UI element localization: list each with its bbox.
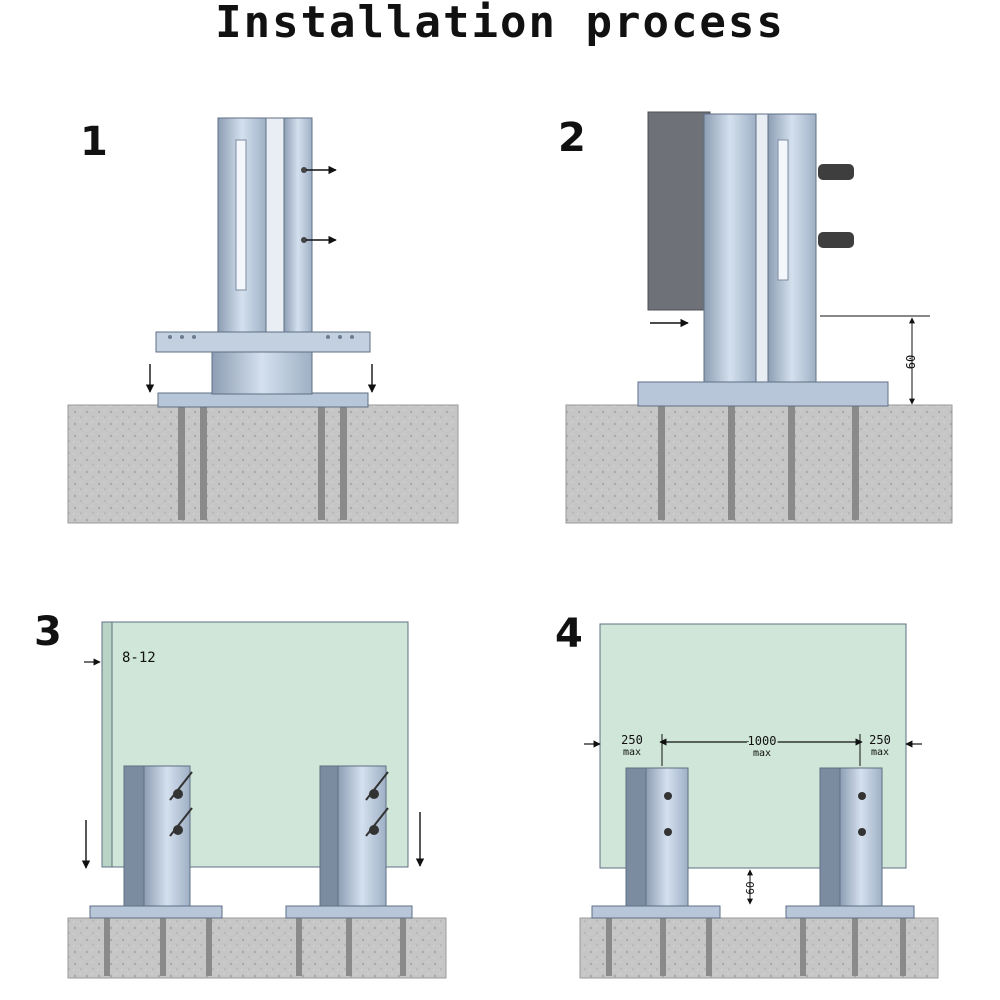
step-2-number: 2 [558,115,586,161]
step-1-illustration [67,117,459,524]
glass-clamp [703,113,817,383]
concrete-slab [67,917,447,979]
concrete-slab [67,404,459,524]
step-2-height-dimension: 60 [904,355,918,369]
spigot-right [785,767,915,919]
step-3-illustration: 8-12 [67,621,447,979]
concrete-slab [565,404,953,524]
step-4-right-edge-value: 250 [869,733,891,747]
step-2-illustration: 60 [565,111,953,524]
spigot-left [591,767,721,919]
base-plate [157,392,369,408]
step-4-spacing-value: 1000 [748,734,777,748]
step-4-height-dimension: 60 [744,881,757,894]
cover-plate [155,331,371,353]
step-3-glass-thickness: 8-12 [122,650,156,666]
step-4-left-edge-unit: max [623,747,641,758]
spigot-left [89,765,223,919]
anchor-bolts [178,405,347,520]
page-title: Installation process [215,0,785,48]
step-4-spacing-unit: max [753,748,771,759]
glass-panel-edge [647,111,711,311]
step-4-illustration: 250 max 1000 max 250 max 60 [579,623,939,979]
concrete-slab [579,917,939,979]
spigot-right [285,765,413,919]
step-1-number: 1 [80,119,108,165]
step-4-number: 4 [555,611,583,657]
glass-clamp [217,117,313,333]
step-3-number: 3 [34,609,62,655]
base-plate [637,381,889,407]
screw-bolts [818,164,854,248]
step-4-right-edge-unit: max [871,747,889,758]
step-4-left-edge-value: 250 [621,733,643,747]
